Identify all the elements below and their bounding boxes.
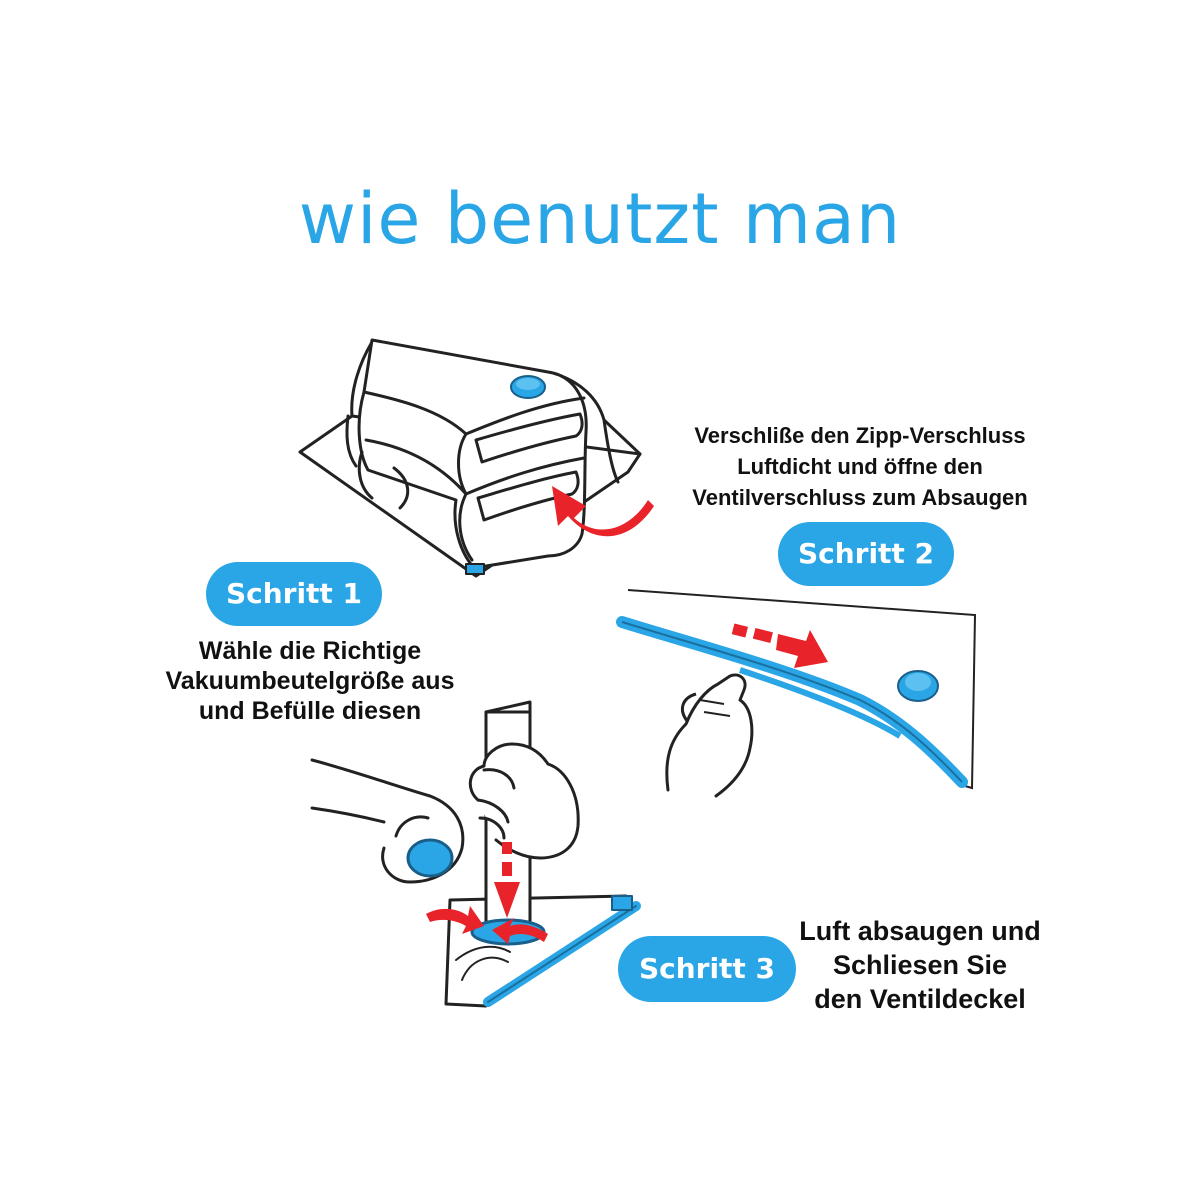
red-arrow-icon <box>731 623 828 668</box>
page-title: wie benutzt man <box>298 178 902 260</box>
caption-line: Wähle die Richtige <box>198 637 422 665</box>
valve-icon <box>897 670 939 702</box>
step-1-caption: Wähle die Richtige Vakuumbeutelgröße aus… <box>120 636 500 726</box>
folded-clothes-bag-icon <box>298 338 642 578</box>
red-arrow-icon <box>426 842 548 944</box>
step-3-badge: Schritt 3 <box>618 936 796 1002</box>
caption-line: den Ventildeckel <box>814 984 1026 1014</box>
red-arrow-icon <box>552 486 654 537</box>
zipper-hand-icon <box>616 589 977 798</box>
step-1-badge: Schritt 1 <box>206 562 382 626</box>
pump-hand-icon <box>310 700 641 1008</box>
caption-line: Ventilverschluss zum Absaugen <box>692 485 1028 510</box>
caption-line: und Befülle diesen <box>198 697 422 725</box>
caption-line: Schliesen Sie <box>832 950 1008 980</box>
step-2-caption: Verschliße den Zipp-Verschluss Luftdicht… <box>650 420 1070 513</box>
step-2-badge: Schritt 2 <box>778 522 954 586</box>
valve-icon <box>510 375 546 399</box>
caption-line: Luftdicht und öffne den <box>737 454 983 479</box>
caption-line: Vakuumbeutelgröße aus <box>165 667 455 695</box>
caption-line: Verschliße den Zipp-Verschluss <box>694 423 1026 448</box>
step-3-caption: Luft absaugen und Schliesen Sie den Vent… <box>770 914 1070 1016</box>
caption-line: Luft absaugen und <box>799 916 1041 946</box>
